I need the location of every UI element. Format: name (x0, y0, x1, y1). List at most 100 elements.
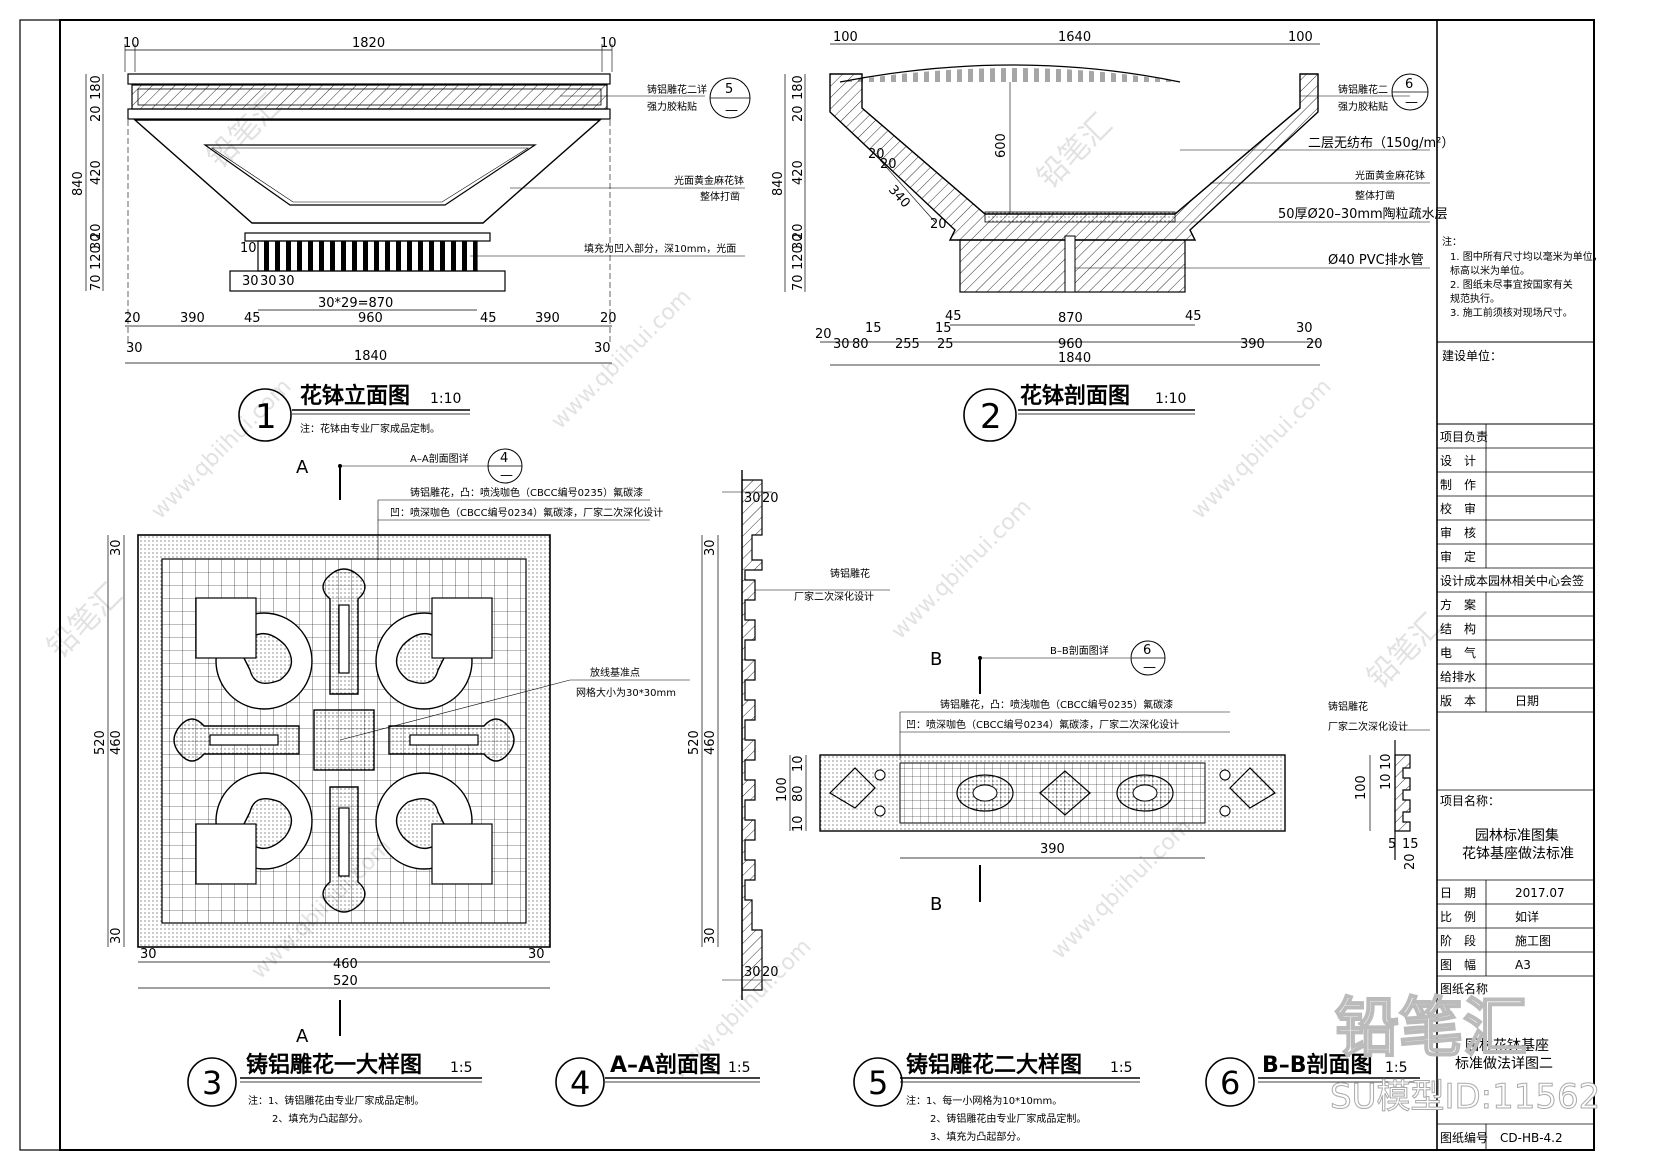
d2-dim-inner-2: 20 (868, 147, 885, 162)
watermark-logo-4: 铅笔汇 (1361, 607, 1449, 695)
d1-dim-left-0: 180 (89, 75, 104, 100)
d5-label-0: 铸铝雕花，凸：喷浅咖色（CBCC编号0235）氟碳漆 (940, 698, 1173, 711)
d2-dim-bot1-0: 45 (945, 309, 962, 324)
cast-aluminum-pattern-2: B B–B剖面图详 6 — B 铸铝雕花，凸：喷浅咖色（CBCC编号0235）氟… (775, 640, 1286, 1143)
tb-info-3-v: A3 (1515, 958, 1531, 972)
tb-note-5: 3. 施工前须核对现场尺寸。 (1450, 306, 1573, 319)
tb-sign-header: 设计成本园林相关中心会签 (1440, 573, 1584, 588)
d5-section-mark-top: B (930, 649, 942, 670)
d6-scale: 1:5 (1385, 1060, 1408, 1076)
d1-dim-small-3: 30 (278, 274, 295, 289)
tb-sign-3-k: 给排水 (1440, 670, 1476, 684)
tb-note-1: 1. 图中所有尺寸均以毫米为单位， (1450, 250, 1603, 263)
d3-section-label: A–A剖面图详 (410, 452, 469, 465)
d3-dim-left-3: 30 (109, 927, 124, 944)
d3-label-0: 铸铝雕花，凸：喷浅咖色（CBCC编号0235）氟碳漆 (410, 486, 643, 499)
d5-section-label: B–B剖面图详 (1050, 644, 1109, 657)
d5-dim-bot-0: 390 (1040, 842, 1065, 857)
tb-info-2-k: 阶 段 (1440, 933, 1476, 948)
d2-dim-left-5: 30 (791, 233, 806, 250)
d3-callout-sub: — (500, 468, 513, 483)
d6-dim-0: 100 (1354, 775, 1369, 800)
corner-watermark-id: SU模型ID:11562 (1330, 1077, 1600, 1117)
title-block: 注： 1. 图中所有尺寸均以毫米为单位， 标高以米为单位。 2. 图纸未尽事宜按… (1436, 20, 1603, 1150)
d5-note-0: 注：1、每一小网格为10*10mm。 (906, 1094, 1062, 1107)
tb-drawing-no-label: 图纸编号 (1440, 1130, 1488, 1145)
d4-dim-top-1: 20 (762, 491, 779, 506)
tb-row-2-k: 制 作 (1440, 478, 1476, 492)
d2-dim-inner-0: 600 (994, 133, 1009, 158)
d6-dim-4: 15 (1402, 837, 1419, 852)
d2-dim-left-0: 180 (791, 75, 806, 100)
d3-label-2: 放线基准点 (590, 666, 640, 679)
d1-note: 注：花钵由专业厂家成品定制。 (300, 422, 440, 435)
d1-dim-bot2-1: 390 (180, 311, 205, 326)
watermark-url-4: www.qbiihui.com (1187, 374, 1337, 524)
watermark-logo-2: 铅笔汇 (1031, 107, 1119, 195)
d2-callout-num: 6 (1405, 77, 1413, 92)
d4-dim-bot-1: 20 (762, 965, 779, 980)
d1-label-0: 铸铝雕花二详 (647, 83, 707, 96)
d2-dim-bot2-9: 30 (1296, 321, 1313, 336)
d5-number: 5 (868, 1064, 888, 1102)
d6-title: B–B剖面图 (1262, 1052, 1373, 1078)
d5-scale: 1:5 (1110, 1060, 1133, 1076)
d4-label-1: 厂家二次深化设计 (794, 590, 874, 603)
d1-dim-top-2: 10 (600, 36, 617, 51)
d5-dim-left-2: 80 (791, 785, 806, 802)
d6-label-1: 厂家二次深化设计 (1328, 720, 1408, 733)
d2-dim-bot2-3: 15 (865, 321, 882, 336)
d2-dim-bot2-6: 25 (937, 337, 954, 352)
d2-dim-top-0: 100 (833, 30, 858, 45)
d1-dim-bot2-3: 960 (358, 311, 383, 326)
d2-dim-top-1: 1640 (1058, 30, 1091, 45)
watermark-url-7: www.qbiihui.com (1047, 814, 1197, 964)
d5-note-2: 3、填充为凸起部分。 (930, 1130, 1026, 1143)
d1-label-3: 整体打凿 (700, 190, 740, 203)
d1-dim-left-4: 20 (89, 223, 104, 240)
d1-label-2: 光面黄金麻花钵 (674, 174, 744, 187)
d5-dim-left-1: 100 (775, 777, 790, 802)
d3-note-0: 注：1、铸铝雕花由专业厂家成品定制。 (248, 1094, 424, 1107)
d4-title: A–A剖面图 (610, 1052, 721, 1078)
d5-section-mark-bottom: B (930, 894, 942, 915)
section-bb: 100 10 10 5 15 20 铸铝雕花 厂家二次深化设计 6 B–B剖面图… (1205, 700, 1430, 1107)
d2-title: 花钵剖面图 (1020, 383, 1130, 409)
tb-project-name-1: 花钵基座做法标准 (1462, 845, 1574, 862)
d3-label-3: 网格大小为30*30mm (576, 686, 676, 699)
d6-dim-2: 10 (1379, 773, 1394, 790)
d2-dim-bot2-1: 30 (833, 337, 850, 352)
tb-drawing-no: CD-HB-4.2 (1500, 1131, 1563, 1145)
d1-dim-top-0: 10 (123, 36, 140, 51)
d5-note-1: 2、铸铝雕花由专业厂家成品定制。 (930, 1112, 1086, 1125)
tb-project-label: 项目名称： (1440, 793, 1500, 808)
d3-dim-bot-3: 520 (333, 974, 358, 989)
d2-scale: 1:10 (1155, 391, 1186, 407)
d2-dim-bot2-8: 390 (1240, 337, 1265, 352)
tb-drawing-name-0: 园林花钵基座 (1465, 1037, 1549, 1054)
tb-project-name-0: 园林标准图集 (1475, 827, 1559, 844)
watermark-url-1: www.qbiihui.com (147, 374, 297, 524)
inner-frame (59, 19, 1595, 1151)
d2-dim-bot2-7: 960 (1058, 337, 1083, 352)
tb-info-1-k: 比 例 (1440, 910, 1476, 924)
tb-note-4: 规范执行。 (1450, 292, 1500, 305)
tb-row-4-k: 审 核 (1440, 525, 1476, 540)
tb-sign-2-k: 电 气 (1440, 645, 1476, 660)
tb-row-1-k: 设 计 (1440, 454, 1476, 468)
d1-dim-bot2-2: 45 (244, 311, 261, 326)
d2-dim-left-3: 840 (771, 171, 786, 196)
watermark-url-2: www.qbiihui.com (547, 284, 697, 434)
d1-dim-bot1-0: 30*29=870 (318, 296, 393, 311)
d3-scale: 1:5 (450, 1060, 473, 1076)
d1-dim-left-3: 840 (71, 171, 86, 196)
d5-callout-num: 6 (1143, 643, 1151, 658)
d1-dim-left-7: 70 (89, 274, 104, 291)
tb-info-0-v: 2017.07 (1515, 886, 1565, 900)
d3-section-mark-bottom: A (296, 1026, 309, 1047)
tb-info-1-v: 如详 (1515, 909, 1539, 924)
d1-dim-left-5: 30 (89, 233, 104, 250)
d1-callout-num: 5 (725, 82, 733, 97)
tb-drawing-name-1: 标准做法详图二 (1455, 1056, 1553, 1072)
d2-dim-top-2: 100 (1288, 30, 1313, 45)
